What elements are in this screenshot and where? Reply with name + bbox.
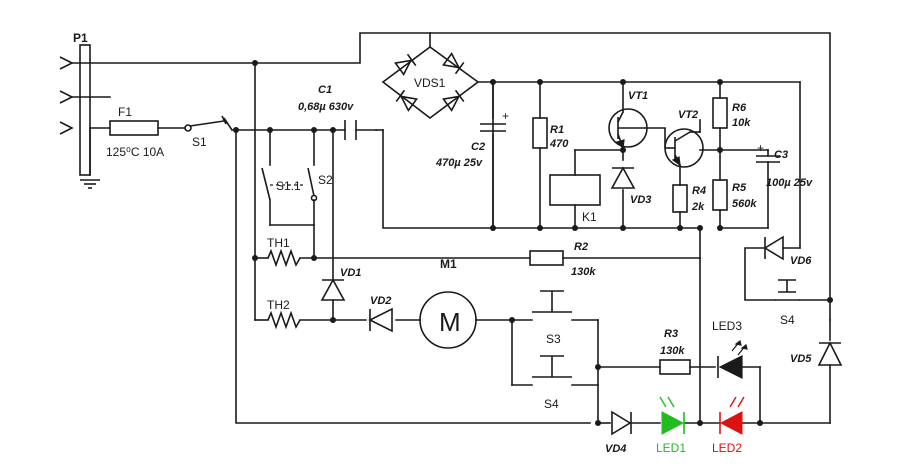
junction-dots <box>233 60 833 426</box>
label-s1-1: S1.1 <box>276 179 301 193</box>
resistor-r5 <box>712 179 728 211</box>
motor-m1 <box>419 291 477 349</box>
label-vt2: VT2 <box>678 109 698 121</box>
label-r6: R6 <box>732 102 747 114</box>
diode-bridge-vds1 <box>381 46 480 120</box>
label-c2-value: 470µ 25v <box>435 157 483 169</box>
label-r6-value: 10k <box>732 117 751 129</box>
label-c3: C3 <box>774 149 788 161</box>
diode-vd5 <box>817 341 843 366</box>
pushbutton-s4-bottom <box>532 355 572 378</box>
label-r3-value: 130k <box>660 345 685 357</box>
label-c2: C2 <box>471 141 485 153</box>
resistor-r4 <box>672 184 688 213</box>
label-vd4: VD4 <box>605 443 626 455</box>
label-c1: C1 <box>318 84 332 96</box>
capacitor-c2: + <box>480 109 509 132</box>
label-c1-value: 0,68µ 630v <box>298 101 354 113</box>
fuse-f1 <box>109 120 159 136</box>
label-s4-bottom: S4 <box>544 397 559 411</box>
diode-vd4 <box>611 410 632 436</box>
label-vd6: VD6 <box>790 255 812 267</box>
label-th2: TH2 <box>267 298 290 312</box>
label-vt1: VT1 <box>628 90 648 102</box>
plug-p1 <box>59 44 100 189</box>
label-s4-top: S4 <box>780 313 795 327</box>
label-r1-value: 470 <box>549 138 569 150</box>
label-r5-value: 560k <box>732 198 757 210</box>
motor-m1-symbol: M <box>439 307 461 337</box>
relay-k1 <box>549 174 601 206</box>
transistor-vt2 <box>664 128 704 168</box>
label-m1: M1 <box>440 257 457 271</box>
label-r4-value: 2k <box>691 201 705 213</box>
label-r4: R4 <box>692 185 706 197</box>
label-led1: LED1 <box>656 441 686 455</box>
pushbutton-s3 <box>532 290 572 313</box>
label-s1: S1 <box>192 135 207 149</box>
svg-text:+: + <box>502 109 509 123</box>
switch-s1-1 <box>261 167 271 201</box>
label-r1: R1 <box>550 124 564 136</box>
capacitor-c3: + <box>756 141 780 163</box>
diode-vd2 <box>368 307 393 333</box>
led1 <box>659 396 685 435</box>
label-s3: S3 <box>546 332 561 346</box>
label-r5: R5 <box>732 182 747 194</box>
svg-text:+: + <box>757 141 764 155</box>
label-vd1: VD1 <box>340 267 361 279</box>
label-vd5: VD5 <box>790 353 812 365</box>
label-c3-value: 100µ 25v <box>766 177 813 189</box>
label-f1: F1 <box>118 105 132 119</box>
resistor-r1 <box>532 117 548 149</box>
label-s2: S2 <box>318 173 333 187</box>
label-k1: K1 <box>582 210 597 224</box>
switch-s1 <box>184 115 233 132</box>
label-p1: P1 <box>73 31 88 45</box>
label-vds1: VDS1 <box>414 76 446 90</box>
diode-vd1 <box>320 278 346 301</box>
label-r2-value: 130k <box>571 266 596 278</box>
label-r2: R2 <box>574 241 588 253</box>
pushbutton-s4-top <box>775 279 800 301</box>
label-f1-rating: 125⁰C 10A <box>106 145 164 159</box>
capacitor-c1 <box>344 120 357 140</box>
thermistor-th2 <box>267 310 301 330</box>
led2 <box>719 396 745 435</box>
resistor-r3 <box>659 359 691 375</box>
thermistor-th1 <box>267 248 301 268</box>
led3 <box>717 339 748 379</box>
label-led2: LED2 <box>712 441 742 455</box>
transistor-vt1 <box>608 108 648 150</box>
wires <box>71 32 831 424</box>
label-th1: TH1 <box>267 236 290 250</box>
diode-vd3 <box>610 166 636 189</box>
label-r3: R3 <box>664 328 678 340</box>
label-vd3: VD3 <box>630 194 651 206</box>
label-vd2: VD2 <box>370 295 391 307</box>
label-led3: LED3 <box>712 319 742 333</box>
resistor-r6 <box>712 97 728 129</box>
diode-vd6 <box>763 235 784 261</box>
switch-s2 <box>270 167 318 202</box>
resistor-r2 <box>529 250 564 266</box>
